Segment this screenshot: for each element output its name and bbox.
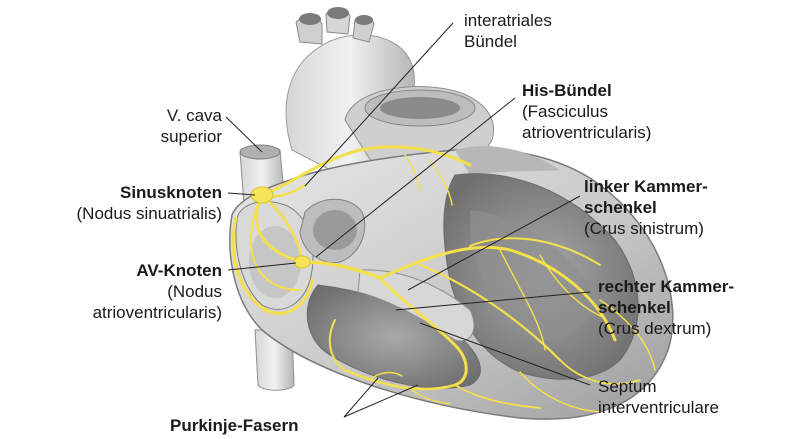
cava-line2: superior	[120, 126, 222, 147]
label-interatrial-bundle: interatriales Bündel	[464, 10, 552, 52]
left-bundle-line1: linker Kammer-	[584, 176, 708, 197]
label-sinus-node: Sinusknoten (Nodus sinuatrialis)	[0, 182, 222, 224]
label-vena-cava: V. cava superior	[120, 105, 222, 147]
label-septum: Septum interventriculare	[598, 376, 719, 418]
sinus-title: Sinusknoten	[0, 182, 222, 203]
av-node	[294, 256, 310, 268]
interatrial-line1: interatriales	[464, 10, 552, 31]
label-av-node: AV-Knoten (Nodus atrioventricularis)	[40, 260, 222, 323]
septum-line2: interventriculare	[598, 397, 719, 418]
av-line2: atrioventricularis)	[40, 302, 222, 323]
right-bundle-line2: schenkel	[598, 297, 734, 318]
his-line1: (Fasciculus	[522, 101, 651, 122]
his-line2: atrioventricularis)	[522, 122, 651, 143]
right-bundle-latin: (Crus dextrum)	[598, 318, 734, 339]
label-left-bundle-branch: linker Kammer- schenkel (Crus sinistrum)	[584, 176, 708, 239]
av-title: AV-Knoten	[40, 260, 222, 281]
interatrial-line2: Bündel	[464, 31, 552, 52]
left-bundle-line2: schenkel	[584, 197, 708, 218]
septum-line1: Septum	[598, 376, 719, 397]
av-line1: (Nodus	[40, 281, 222, 302]
his-title: His-Bündel	[522, 80, 651, 101]
sinus-latin: (Nodus sinuatrialis)	[0, 203, 222, 224]
label-his-bundle: His-Bündel (Fasciculus atrioventriculari…	[522, 80, 651, 143]
cava-line1: V. cava	[120, 105, 222, 126]
label-right-bundle-branch: rechter Kammer- schenkel (Crus dextrum)	[598, 276, 734, 339]
label-purkinje-fibres: Purkinje-Fasern	[170, 415, 299, 436]
left-bundle-latin: (Crus sinistrum)	[584, 218, 708, 239]
right-bundle-line1: rechter Kammer-	[598, 276, 734, 297]
purkinje-title: Purkinje-Fasern	[170, 415, 299, 436]
